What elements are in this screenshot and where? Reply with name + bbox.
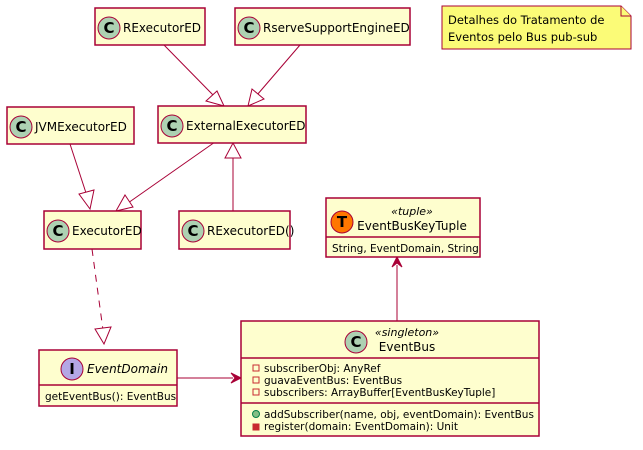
class-name: RserveSupportEngineED — [263, 21, 410, 35]
private-field-icon — [252, 388, 260, 396]
class-name: JVMExecutorED — [34, 120, 127, 134]
note: Detalhes do Tratamento de Eventos pelo B… — [441, 5, 632, 50]
class-circle-icon — [97, 16, 121, 40]
class-externalexecutored[interactable]: C ExternalExecutorED — [157, 105, 307, 144]
inheritance-arrowhead — [204, 90, 225, 107]
note-fold — [620, 6, 631, 17]
edge-rserve-to-external — [256, 44, 301, 96]
class-circle-icon — [160, 114, 184, 138]
class-stereotype: «tuple» — [391, 205, 433, 218]
note-line-2: Eventos pelo Bus pub-sub — [448, 30, 597, 44]
interface-method: getEventBus(): EventBus — [45, 391, 176, 403]
class-name: ExecutorED — [72, 224, 142, 238]
interface-name: EventDomain — [87, 362, 168, 376]
class-rexecutored-fn[interactable]: C RExecutorED() — [178, 210, 294, 250]
class-circle-icon — [46, 219, 70, 243]
class-name: EventBusKeyTuple — [357, 219, 467, 233]
class-eventbuskeytuple[interactable]: T «tuple» EventBusKeyTuple String, Event… — [325, 197, 481, 258]
association-arrowhead — [230, 372, 243, 384]
class-executored[interactable]: C ExecutorED — [43, 210, 142, 250]
realization-arrowhead — [94, 326, 112, 346]
class-method: register(domain: EventDomain): Unit — [264, 421, 458, 433]
class-method: addSubscriber(name, obj, eventDomain): E… — [264, 409, 534, 421]
private-method-icon — [252, 423, 260, 431]
class-field: subscriberObj: AnyRef — [264, 363, 381, 375]
class-circle-letter: T — [337, 213, 348, 231]
public-method-icon — [252, 410, 260, 418]
class-jvmexecutored[interactable]: C JVMExecutorED — [6, 106, 135, 145]
class-circle-icon — [9, 115, 33, 139]
class-circle-icon — [344, 330, 368, 354]
class-field: String, EventDomain, String — [332, 243, 479, 255]
edge-rexecutored-to-external — [163, 44, 216, 98]
edge-external-to-executored — [127, 141, 216, 204]
class-rservesupportengineed[interactable]: C RserveSupportEngineED — [234, 7, 411, 46]
class-circle-letter: C — [187, 222, 198, 240]
inheritance-arrowhead — [224, 141, 242, 159]
class-circle-letter: C — [243, 19, 254, 37]
inheritance-arrowhead — [247, 88, 265, 107]
class-field: guavaEventBus: EventBus — [264, 375, 402, 387]
interface-eventdomain[interactable]: I EventDomain getEventBus(): EventBus — [38, 349, 178, 407]
private-field-icon — [252, 364, 260, 372]
class-box — [234, 7, 411, 46]
class-circle-letter: C — [166, 117, 177, 135]
edge-jvm-to-executored — [69, 143, 88, 197]
note-box — [441, 5, 632, 50]
tuple-circle-icon — [330, 210, 354, 234]
class-rexecutored[interactable]: C RExecutorED — [94, 7, 206, 46]
class-name: ExternalExecutorED — [186, 119, 306, 133]
inheritance-arrowhead — [115, 194, 134, 212]
interface-circle-icon — [60, 357, 84, 381]
class-box — [38, 349, 178, 407]
class-circle-letter: I — [69, 360, 75, 378]
edge-executored-realizes-eventdomain — [91, 248, 104, 331]
class-box — [240, 320, 540, 437]
class-name: EventBus — [379, 340, 435, 354]
class-field: subscribers: ArrayBuffer[EventBusKeyTupl… — [264, 387, 495, 399]
class-circle-icon — [181, 219, 205, 243]
class-circle-icon — [237, 16, 261, 40]
class-eventbus[interactable]: C «singleton» EventBus subscriberObj: An… — [240, 320, 540, 437]
edges — [69, 44, 403, 384]
class-stereotype: «singleton» — [375, 326, 439, 339]
class-circle-letter: C — [52, 222, 63, 240]
class-circle-letter: C — [15, 118, 26, 136]
private-field-icon — [252, 376, 260, 384]
class-name: RExecutorED() — [207, 224, 294, 238]
class-circle-letter: C — [350, 333, 361, 351]
note-line-1: Detalhes do Tratamento de — [448, 13, 605, 27]
association-arrowhead — [391, 255, 403, 268]
class-circle-letter: C — [103, 19, 114, 37]
inheritance-arrowhead — [78, 189, 95, 211]
class-name: RExecutorED — [123, 21, 201, 35]
